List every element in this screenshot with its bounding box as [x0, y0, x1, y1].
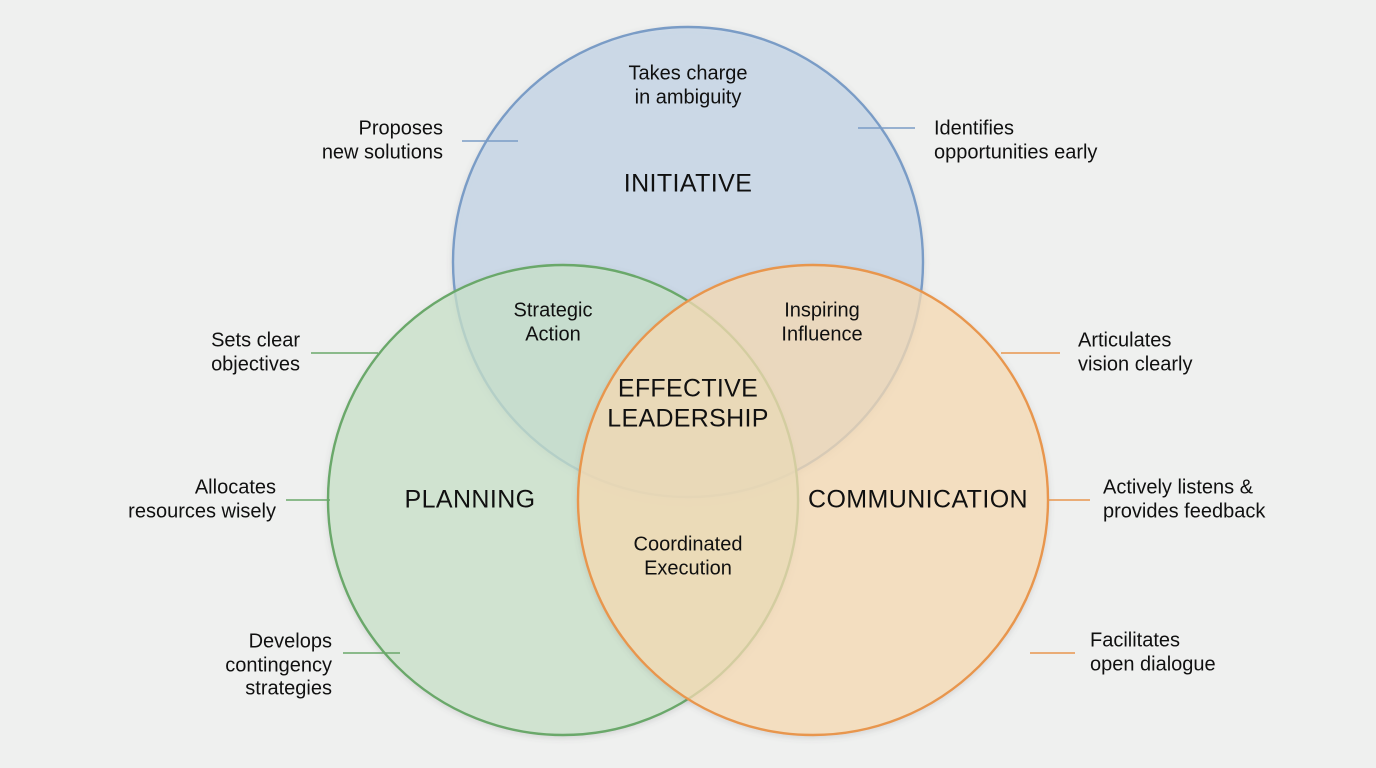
connector-lines-layer [286, 127, 1090, 654]
venn-circle-communication[interactable] [576, 263, 1050, 737]
circles-layer [326, 25, 1050, 737]
